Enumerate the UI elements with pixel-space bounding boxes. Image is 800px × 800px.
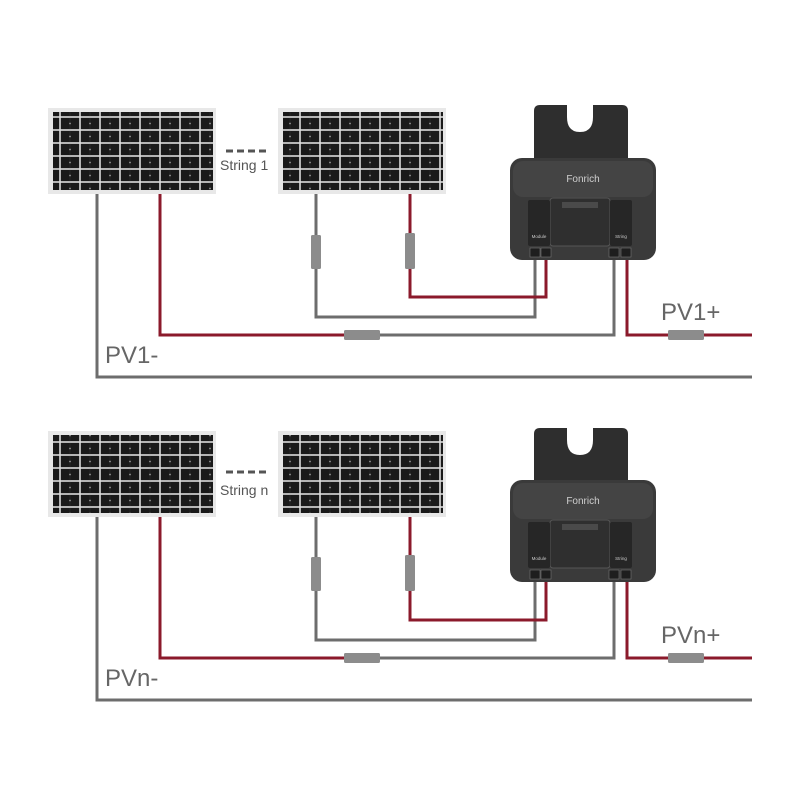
terminal [620, 247, 632, 258]
negative-trunk-wire [95, 192, 752, 379]
device-face [513, 483, 653, 519]
inline-connector [405, 233, 415, 269]
inline-connector [311, 235, 321, 269]
string-port-label: String [615, 556, 627, 561]
inline-connector [311, 557, 321, 591]
terminal [620, 569, 632, 580]
string-return-wire [380, 580, 616, 660]
string-port-label: String [615, 234, 627, 239]
negative-output-label: PV1- [105, 342, 158, 369]
bracket-slot [576, 436, 584, 451]
terminal [540, 569, 552, 580]
string-return-wire [380, 258, 616, 337]
module-port-block [528, 200, 550, 246]
device-bracket [534, 428, 628, 485]
solar-panel-2 [278, 431, 446, 517]
string-port-block [610, 522, 632, 568]
string-label: String 1 [220, 157, 268, 173]
device-face [513, 161, 653, 197]
module-port-block [528, 522, 550, 568]
device-brand: Fonrich [566, 174, 599, 185]
fonrich-device-n: Fonrich Module String [510, 428, 656, 582]
module-port-label: Module [532, 556, 547, 561]
inline-connector [668, 653, 704, 663]
string-group-n: String n Fonrich Module String PVn+ PVn- [48, 428, 752, 702]
module-port-label: Module [532, 234, 547, 239]
string-port-block [610, 200, 632, 246]
terminal [529, 569, 541, 580]
fonrich-device-1: Fonrich Module String [510, 105, 656, 260]
terminal [608, 569, 620, 580]
string-group-1: String 1 Fonrich Module String PV1+ PV1- [48, 105, 752, 379]
bracket-slot [576, 113, 584, 128]
solar-panel-1 [48, 108, 216, 194]
device-bracket [534, 105, 628, 162]
inline-connector [344, 330, 380, 340]
solar-panel-2 [278, 108, 446, 194]
terminal [529, 247, 541, 258]
inline-connector [668, 330, 704, 340]
terminal [540, 247, 552, 258]
inline-connector [405, 555, 415, 591]
positive-output-label: PV1+ [661, 299, 720, 326]
negative-trunk-wire [95, 515, 752, 702]
terminal [608, 247, 620, 258]
string-label: String n [220, 482, 268, 498]
negative-output-label: PVn- [105, 665, 158, 692]
positive-output-wire [625, 580, 752, 660]
solar-panel-1 [48, 431, 216, 517]
device-brand: Fonrich [566, 496, 599, 507]
inline-connector [344, 653, 380, 663]
positive-output-wire [625, 258, 752, 337]
positive-output-label: PVn+ [661, 622, 720, 649]
